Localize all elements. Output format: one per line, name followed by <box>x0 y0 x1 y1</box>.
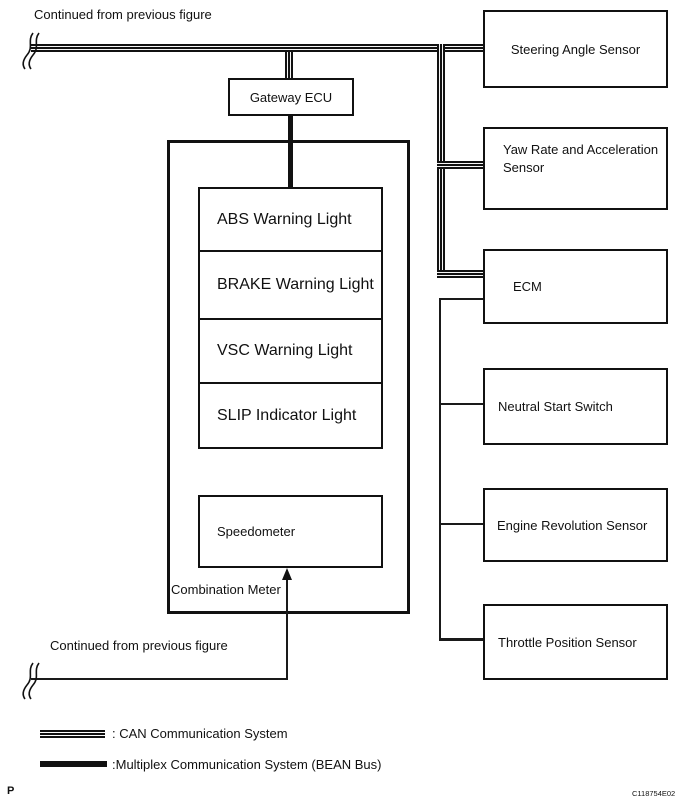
figure-code: C118754E02 <box>632 789 676 798</box>
signal-stub-engine-revolution <box>439 523 484 525</box>
node-neutral-start-switch: Neutral Start Switch <box>483 368 668 445</box>
combination-meter-label: Combination Meter <box>171 582 281 597</box>
continued-arrow-vertical-line <box>286 576 288 680</box>
node-ecm: ECM <box>483 249 668 324</box>
node-abs-warning-light: ABS Warning Light <box>200 189 381 250</box>
node-brake-warning-light: BRAKE Warning Light <box>200 250 381 318</box>
engine-revolution-sensor-label: Engine Revolution Sensor <box>497 517 648 533</box>
node-vsc-warning-light: VSC Warning Light <box>200 318 381 382</box>
continued-arrow-horizontal-line <box>31 678 287 680</box>
top-continued-note: Continued from previous figure <box>34 7 212 22</box>
node-speedometer: Speedometer <box>198 495 383 568</box>
line-break-mark-bottom <box>22 662 40 700</box>
meter-indicator-stack: ABS Warning Light BRAKE Warning Light VS… <box>198 187 383 449</box>
line-break-mark-top <box>22 32 40 70</box>
page-letter: P <box>7 785 15 797</box>
signal-stub-throttle-position <box>439 638 484 641</box>
can-drop-to-gateway-line <box>285 52 293 79</box>
brake-warning-light-label: BRAKE Warning Light <box>217 276 374 293</box>
throttle-position-sensor-label: Throttle Position Sensor <box>498 634 637 650</box>
legend-bean-line-swatch <box>40 761 107 767</box>
yaw-rate-sensor-label: Yaw Rate and Acceleration Sensor <box>503 142 659 175</box>
node-yaw-rate-acceleration-sensor: Yaw Rate and Acceleration Sensor <box>483 127 668 210</box>
arrowhead-up-icon <box>282 568 292 580</box>
steering-angle-sensor-label: Steering Angle Sensor <box>510 41 641 57</box>
neutral-start-switch-label: Neutral Start Switch <box>498 399 613 414</box>
abs-warning-light-label: ABS Warning Light <box>217 210 352 228</box>
can-stub-ecm <box>437 270 484 278</box>
ecm-label: ECM <box>513 279 542 294</box>
legend-can-line-swatch <box>40 730 105 738</box>
slip-indicator-light-label: SLIP Indicator Light <box>217 406 357 424</box>
vsc-warning-light-label: VSC Warning Light <box>217 342 353 359</box>
node-throttle-position-sensor: Throttle Position Sensor <box>483 604 668 680</box>
gateway-ecu-label: Gateway ECU <box>249 89 333 105</box>
can-stub-yaw-rate <box>437 161 484 169</box>
node-steering-angle-sensor: Steering Angle Sensor <box>483 10 668 88</box>
bean-trunk-line <box>288 115 293 189</box>
bottom-continued-note: Continued from previous figure <box>50 638 228 653</box>
legend-can-label: : CAN Communication System <box>112 726 288 741</box>
node-engine-revolution-sensor: Engine Revolution Sensor <box>483 488 668 562</box>
can-bus-horizontal-line <box>31 44 484 52</box>
node-gateway-ecu: Gateway ECU <box>228 78 354 116</box>
signal-stub-neutral-start <box>439 403 484 405</box>
speedometer-label: Speedometer <box>217 524 296 539</box>
legend-bean-label: :Multiplex Communication System (BEAN Bu… <box>112 757 382 772</box>
signal-line-vertical <box>439 298 441 640</box>
signal-line-ecm-out <box>439 298 484 300</box>
node-slip-indicator-light: SLIP Indicator Light <box>200 382 381 447</box>
